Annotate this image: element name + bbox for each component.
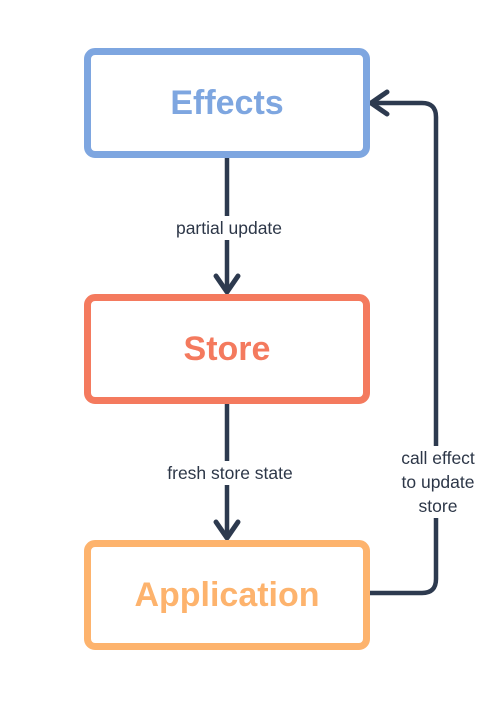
edge-label-call-effect-line-3: store bbox=[418, 496, 458, 516]
node-effects: Effects bbox=[84, 48, 370, 158]
node-effects-label: Effects bbox=[170, 83, 284, 122]
node-store: Store bbox=[84, 294, 370, 404]
node-application: Application bbox=[84, 540, 370, 650]
node-store-label: Store bbox=[183, 329, 271, 368]
edge-application-to-effects bbox=[368, 89, 439, 596]
edge-label-partial-update: partial update bbox=[160, 216, 298, 240]
edge-effects-to-store-arrowhead bbox=[213, 273, 241, 295]
edge-store-to-application-arrowhead bbox=[213, 519, 241, 541]
edge-label-call-effect-line-2: to update bbox=[401, 472, 475, 492]
node-application-label: Application bbox=[134, 575, 320, 614]
edge-application-to-effects-arrowhead bbox=[368, 89, 390, 117]
edge-label-call-effect: call effect to update store bbox=[388, 446, 488, 518]
edge-application-to-effects-line bbox=[370, 100, 439, 596]
edge-label-call-effect-line-1: call effect bbox=[401, 448, 475, 468]
edge-label-fresh-store-state: fresh store state bbox=[148, 461, 312, 485]
